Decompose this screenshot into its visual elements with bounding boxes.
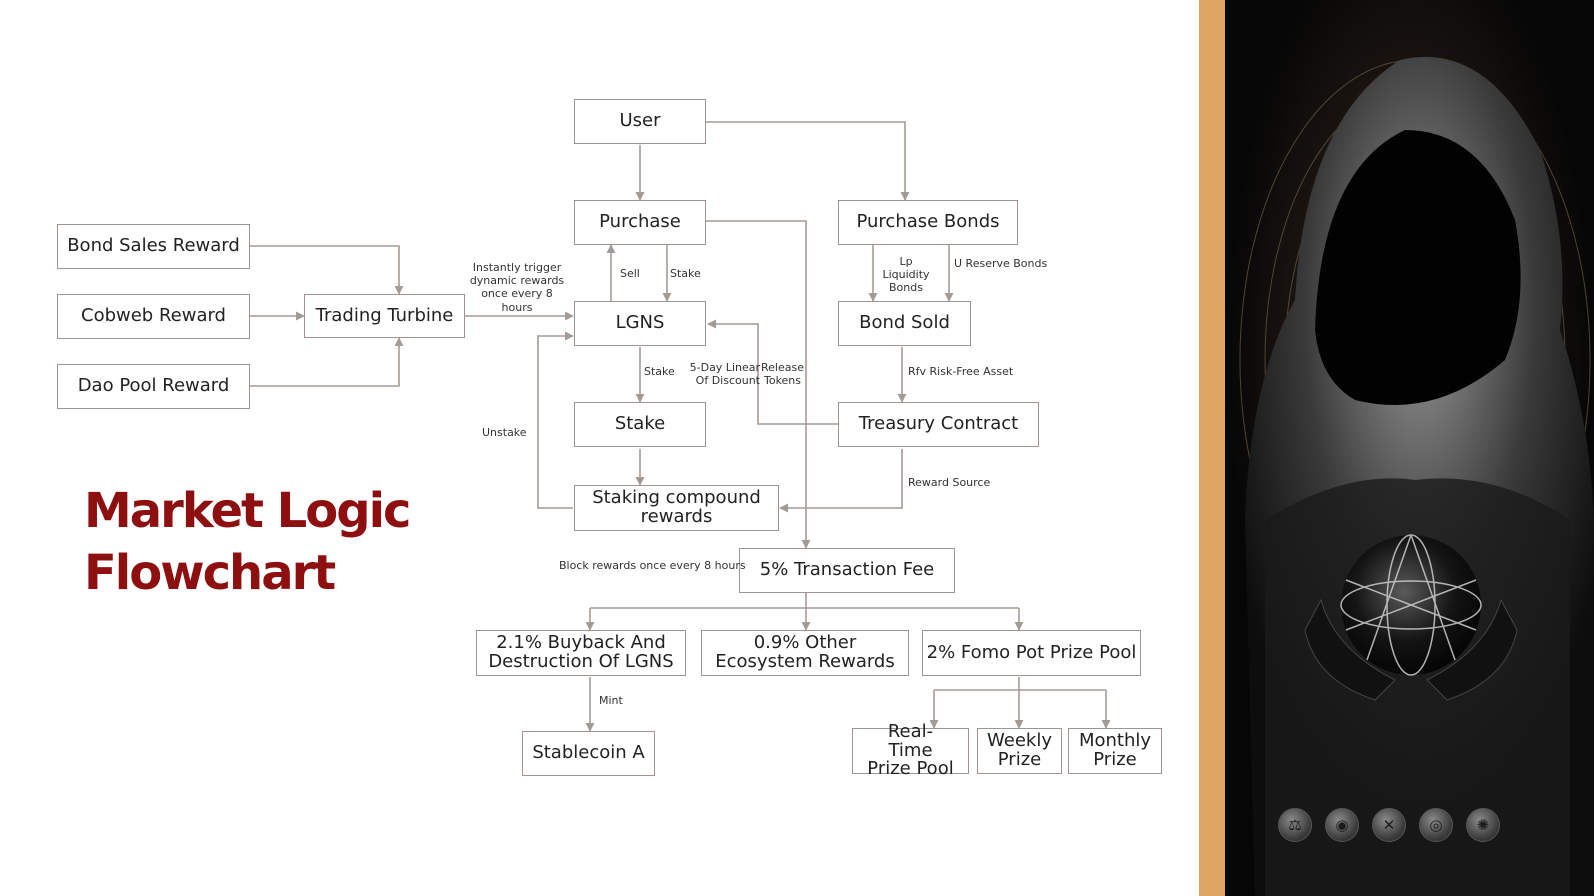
lgns-box: LGNS — [574, 301, 706, 346]
circle-emblem-icon: ◎ — [1419, 808, 1453, 842]
circle-emblem-icon: ◉ — [1325, 808, 1359, 842]
stake-box: Stake — [574, 402, 706, 447]
mint-label: Mint — [599, 694, 623, 707]
release-tokens-label: Release Tokens — [761, 361, 804, 388]
unstake-label: Unstake — [482, 426, 527, 439]
cobweb-reward-box: Cobweb Reward — [57, 294, 250, 339]
stablecoin-box: Stablecoin A — [522, 731, 655, 776]
stake-upper-label: Stake — [670, 267, 701, 280]
arrow-treasury-release-lgns — [707, 319, 838, 425]
bond-sales-reward-box: Bond Sales Reward — [57, 224, 250, 269]
arrow-fomo-split-trunk — [934, 677, 1106, 691]
arrow-fee-split-trunk — [590, 593, 1019, 609]
ecosystem-rewards-box: 0.9% Other Ecosystem Rewards — [701, 630, 909, 676]
instant-trigger-label: Instantly trigger dynamic rewards once e… — [469, 261, 565, 314]
arrow-treasury-reward-source — [779, 449, 903, 513]
hooded-figure-illustration — [1225, 0, 1594, 896]
monthly-prize-box: Monthly Prize — [1068, 728, 1162, 774]
treasury-contract-box: Treasury Contract — [838, 402, 1039, 447]
realtime-prize-pool-box: Real-Time Prize Pool — [852, 722, 969, 778]
title-line-2: Flowchart — [84, 545, 336, 601]
trading-turbine-box: Trading Turbine — [304, 294, 465, 338]
title-line-1: Market Logic — [84, 483, 411, 539]
user-box: User — [574, 99, 706, 144]
rfv-risk-free-label: Rfv Risk-Free Asset — [908, 365, 1014, 378]
staking-compound-rewards-box: Staking compound rewards — [574, 485, 779, 531]
scales-icon: ⚖ — [1278, 808, 1312, 842]
page-title: Market Logic Flowchart — [84, 480, 411, 604]
sun-icon: ✺ — [1466, 808, 1500, 842]
fomo-pot-box: 2% Fomo Pot Prize Pool — [922, 630, 1141, 676]
reward-source-label: Reward Source — [908, 476, 991, 489]
arrow-bond-sales-trading-turbine — [250, 245, 404, 295]
weekly-prize-box: Weekly Prize — [977, 728, 1062, 774]
purchase-box: Purchase — [574, 200, 706, 245]
arrow-unstake-lgns — [537, 331, 574, 509]
hooded-figure-image: ⚖ ◉ ✕ ◎ ✺ — [1225, 0, 1594, 896]
lp-liquidity-bonds-label: Lp Liquidity Bonds — [882, 255, 930, 295]
sell-label: Sell — [620, 267, 640, 280]
block-rewards-label: Block rewards once every 8 hours — [559, 559, 746, 572]
bond-sold-box: Bond Sold — [838, 301, 971, 346]
arrow-purchase-transaction-fee — [706, 220, 811, 549]
transaction-fee-box: 5% Transaction Fee — [739, 548, 955, 593]
buyback-box: 2.1% Buyback And Destruction Of LGNS — [476, 630, 686, 676]
dao-pool-reward-box: Dao Pool Reward — [57, 364, 250, 409]
cross-icon: ✕ — [1372, 808, 1406, 842]
stake-lower-label: Stake — [644, 365, 675, 378]
u-reserve-bonds-label: U Reserve Bonds — [954, 257, 1048, 270]
accent-bar — [1199, 0, 1225, 896]
arrow-user-purchase-bonds — [706, 121, 910, 201]
purchase-bonds-box: Purchase Bonds — [838, 200, 1018, 245]
arrow-dao-pool-trading-turbine — [250, 337, 404, 387]
five-day-linear-label: 5-Day Linear Of Discount — [689, 361, 760, 388]
